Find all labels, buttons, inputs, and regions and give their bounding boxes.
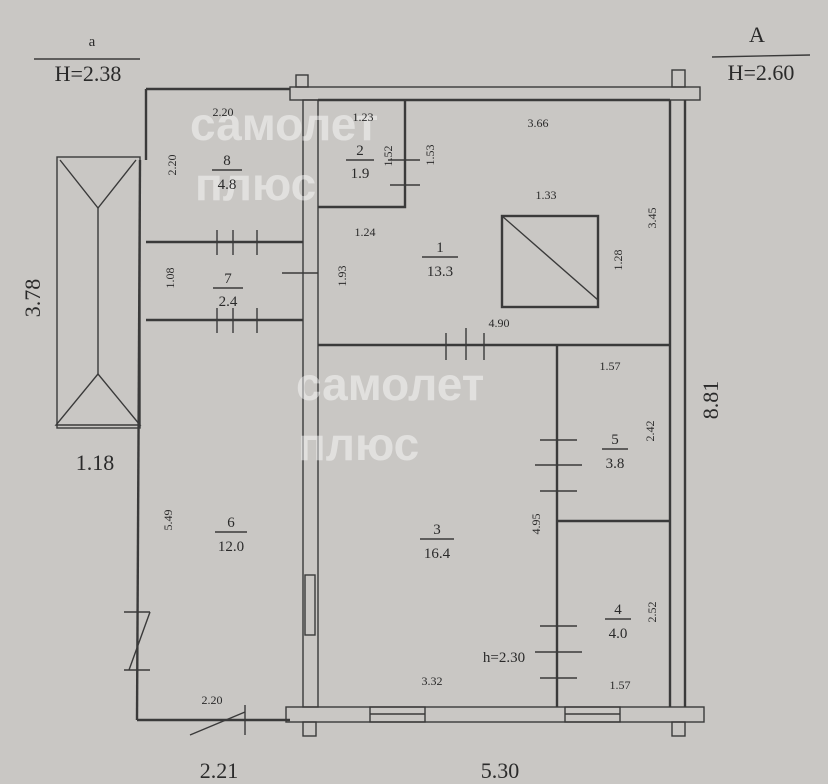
room-labels: 113.3 21.9 316.4 44.0 53.8 612.0 72.4 84… [212,143,631,642]
watermark-line2: плюс [298,418,419,470]
dimension: 5.49 [161,510,175,531]
dimension: 2.42 [643,421,657,442]
room-7: 72.4 [213,271,243,310]
dimension: 3.32 [422,674,443,688]
dimension: 1.57 [600,359,621,373]
watermark-line2: плюс [195,158,316,210]
dimension: 1.28 [611,250,625,271]
overall-dimensions: 3.78 1.18 8.81 2.21 5.30 [20,279,723,783]
room-area: 4.8 [218,177,237,193]
axis-A: A H=2.60 [711,22,811,85]
axis-a: a H=2.38 [34,34,140,86]
watermark: самолет плюс самолет плюс [190,98,484,470]
axis-height: H=2.60 [728,60,795,85]
room-4: 44.0 [605,602,631,642]
dimension: 1.52 [381,146,395,167]
watermark-line1: самолет [190,98,378,150]
room-area: 13.3 [427,264,453,280]
dimension: 1.24 [355,225,376,239]
room-number: 2 [356,143,364,159]
axis-label: a [89,34,96,50]
dimension: 1.33 [536,188,557,202]
room-area: 2.4 [219,294,238,310]
dimension: 3.78 [20,279,45,318]
dimension: 3.66 [528,116,549,130]
dimension: 8.81 [698,381,723,420]
dimension: 2.21 [200,758,239,783]
dimension: 1.23 [353,110,374,124]
dimension: 1.08 [163,268,177,289]
dimension: 2.20 [213,105,234,119]
room-3: 316.4 [420,522,454,562]
room-number: 6 [227,515,235,531]
balcony [54,156,142,429]
windows [304,574,621,723]
dimension: 3.45 [645,208,659,229]
room-number: 3 [433,522,441,538]
room-8: 84.8 [212,153,242,193]
room-area: 16.4 [424,546,451,562]
watermark-line1: самолет [296,358,484,410]
room-6: 612.0 [215,515,247,555]
dimension: 4.95 [529,514,543,535]
room-number: 8 [223,153,231,169]
dimension: 1.93 [335,266,349,287]
dimension: 2.20 [202,693,223,707]
room-1: 113.3 [422,240,458,280]
dimension: 2.20 [165,155,179,176]
room-2: 21.9 [346,143,374,182]
dimension: 1.57 [610,678,631,692]
ventilation-shaft [500,214,600,309]
room-number: 4 [614,602,622,618]
dimension-labels: 2.20 2.20 1.23 1.52 1.53 3.66 1.33 1.28 … [161,105,659,707]
room-area: 12.0 [218,539,244,555]
room-number: 7 [224,271,232,287]
ceiling-height: h=2.30 [483,650,525,666]
dimension: 4.90 [489,316,510,330]
axis-label: A [749,22,765,47]
room-area: 4.0 [609,626,628,642]
dimension: 2.52 [645,602,659,623]
room-area: 3.8 [606,456,625,472]
room-number: 5 [611,432,619,448]
door-marks [124,159,582,736]
room-number: 1 [436,240,444,256]
dimension: 5.30 [481,758,520,783]
room-5: 53.8 [602,432,628,472]
room-area: 1.9 [351,166,370,182]
dimension: 1.53 [423,145,437,166]
dimension: 1.18 [76,450,115,475]
axis-height: H=2.38 [55,61,122,86]
